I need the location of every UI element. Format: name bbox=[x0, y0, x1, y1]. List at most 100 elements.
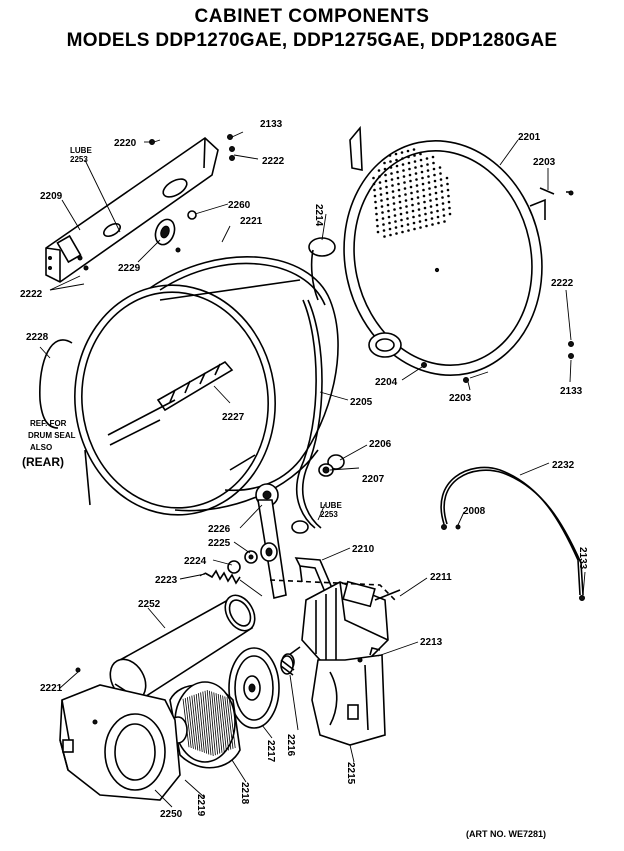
vent-hole bbox=[401, 157, 404, 160]
vent-hole bbox=[434, 185, 437, 189]
vent-hole bbox=[375, 218, 379, 222]
vent-hole bbox=[431, 223, 434, 226]
vent-hole bbox=[379, 193, 383, 196]
vent-hole bbox=[381, 211, 384, 214]
vent-hole bbox=[441, 196, 444, 199]
art-number: (ART NO. WE7281) bbox=[466, 829, 546, 839]
vent-hole bbox=[409, 185, 413, 189]
vent-hole bbox=[408, 173, 412, 177]
vent-hole bbox=[395, 164, 399, 168]
callout-2222-right: 2222 bbox=[551, 278, 574, 289]
blower-blade bbox=[224, 696, 232, 750]
blower-blade bbox=[209, 690, 216, 756]
motor bbox=[269, 579, 401, 671]
blower-blade bbox=[222, 695, 229, 751]
vent-hole bbox=[396, 170, 399, 174]
drum-roller bbox=[154, 210, 197, 253]
vent-hole bbox=[386, 203, 390, 207]
vent-hole bbox=[387, 209, 390, 213]
vent-hole bbox=[382, 229, 386, 232]
vent-hole bbox=[385, 191, 389, 195]
vent-hole bbox=[374, 206, 378, 210]
vent-hole bbox=[433, 173, 436, 177]
vent-hole bbox=[419, 158, 423, 162]
washers bbox=[227, 550, 258, 574]
blower-blade bbox=[217, 693, 225, 753]
vent-hole bbox=[436, 215, 440, 219]
vent-hole bbox=[373, 194, 377, 198]
vent-hole bbox=[415, 184, 419, 187]
vent-hole bbox=[401, 163, 405, 166]
vent-hole bbox=[395, 158, 398, 162]
vent-hole bbox=[434, 191, 438, 195]
callout-2218: 2218 bbox=[239, 782, 250, 805]
lube-note-top-line2: 2253 bbox=[70, 155, 88, 164]
blower-blade bbox=[198, 693, 205, 753]
vent-hole bbox=[403, 187, 407, 190]
vent-hole bbox=[415, 178, 418, 181]
vent-hole bbox=[427, 181, 431, 184]
blower-blade bbox=[211, 691, 218, 755]
vent-hole bbox=[420, 170, 424, 174]
vent-hole bbox=[413, 160, 417, 163]
vent-hole bbox=[421, 182, 425, 186]
ref-note-line2: DRUM SEAL bbox=[28, 431, 76, 440]
blower-blade bbox=[195, 693, 203, 753]
vent-hole bbox=[395, 232, 398, 235]
vent-hole bbox=[398, 200, 402, 204]
vent-hole bbox=[380, 205, 384, 208]
idler-spring bbox=[199, 569, 263, 597]
vent-hole bbox=[432, 167, 436, 171]
vent-hole bbox=[426, 163, 429, 166]
blower-blade bbox=[220, 694, 227, 752]
vent-hole bbox=[442, 208, 445, 211]
vent-hole bbox=[419, 226, 422, 229]
blower-blade bbox=[193, 694, 201, 752]
vent-hole bbox=[377, 169, 381, 172]
vent-hole bbox=[400, 218, 403, 222]
vent-hole bbox=[392, 196, 395, 199]
vent-hole bbox=[406, 223, 410, 226]
callout-2008: 2008 bbox=[463, 506, 486, 517]
callout-2224: 2224 bbox=[184, 556, 207, 567]
vent-hole bbox=[440, 190, 444, 193]
wire-harness bbox=[440, 466, 585, 601]
vent-hole bbox=[418, 220, 422, 223]
vent-hole bbox=[429, 205, 433, 208]
vent-hole bbox=[388, 221, 391, 225]
diagram-title: CABINET COMPONENTS bbox=[194, 6, 430, 27]
callout-2260: 2260 bbox=[228, 200, 251, 211]
callout-2201: 2201 bbox=[518, 132, 541, 143]
vent-hole bbox=[421, 176, 424, 180]
vent-hole bbox=[446, 182, 449, 186]
callout-2222-left: 2222 bbox=[20, 289, 43, 300]
blower-blade bbox=[204, 690, 212, 756]
blower-blade bbox=[215, 693, 223, 753]
vent-hole bbox=[412, 215, 415, 219]
vent-hole bbox=[410, 197, 414, 201]
blower-blade bbox=[202, 691, 210, 755]
motor-mount bbox=[311, 647, 386, 746]
vent-hole bbox=[389, 160, 392, 163]
callout-2225: 2225 bbox=[208, 538, 231, 549]
blower-blade bbox=[228, 697, 236, 749]
vent-hole bbox=[414, 166, 417, 169]
callout-2221-top: 2221 bbox=[240, 216, 263, 227]
vent-hole bbox=[423, 200, 426, 204]
lube-note-top-line1: LUBE bbox=[70, 146, 92, 155]
vent-hole bbox=[448, 206, 451, 210]
vent-hole bbox=[378, 181, 382, 184]
vent-hole bbox=[437, 221, 440, 225]
vent-hole bbox=[422, 188, 425, 192]
vent-hole bbox=[378, 175, 381, 178]
vent-hole bbox=[410, 191, 413, 195]
blower-blade bbox=[200, 692, 207, 754]
vent-hole bbox=[383, 161, 386, 165]
vent-hole bbox=[448, 212, 452, 216]
callout-labels: 2133 2220 2222 2209 2260 2221 2229 2222 … bbox=[20, 119, 588, 820]
vent-hole bbox=[416, 196, 420, 199]
vent-hole bbox=[428, 193, 432, 196]
vent-hole bbox=[374, 200, 377, 204]
vent-hole bbox=[405, 211, 409, 214]
vent-hole bbox=[430, 211, 433, 214]
